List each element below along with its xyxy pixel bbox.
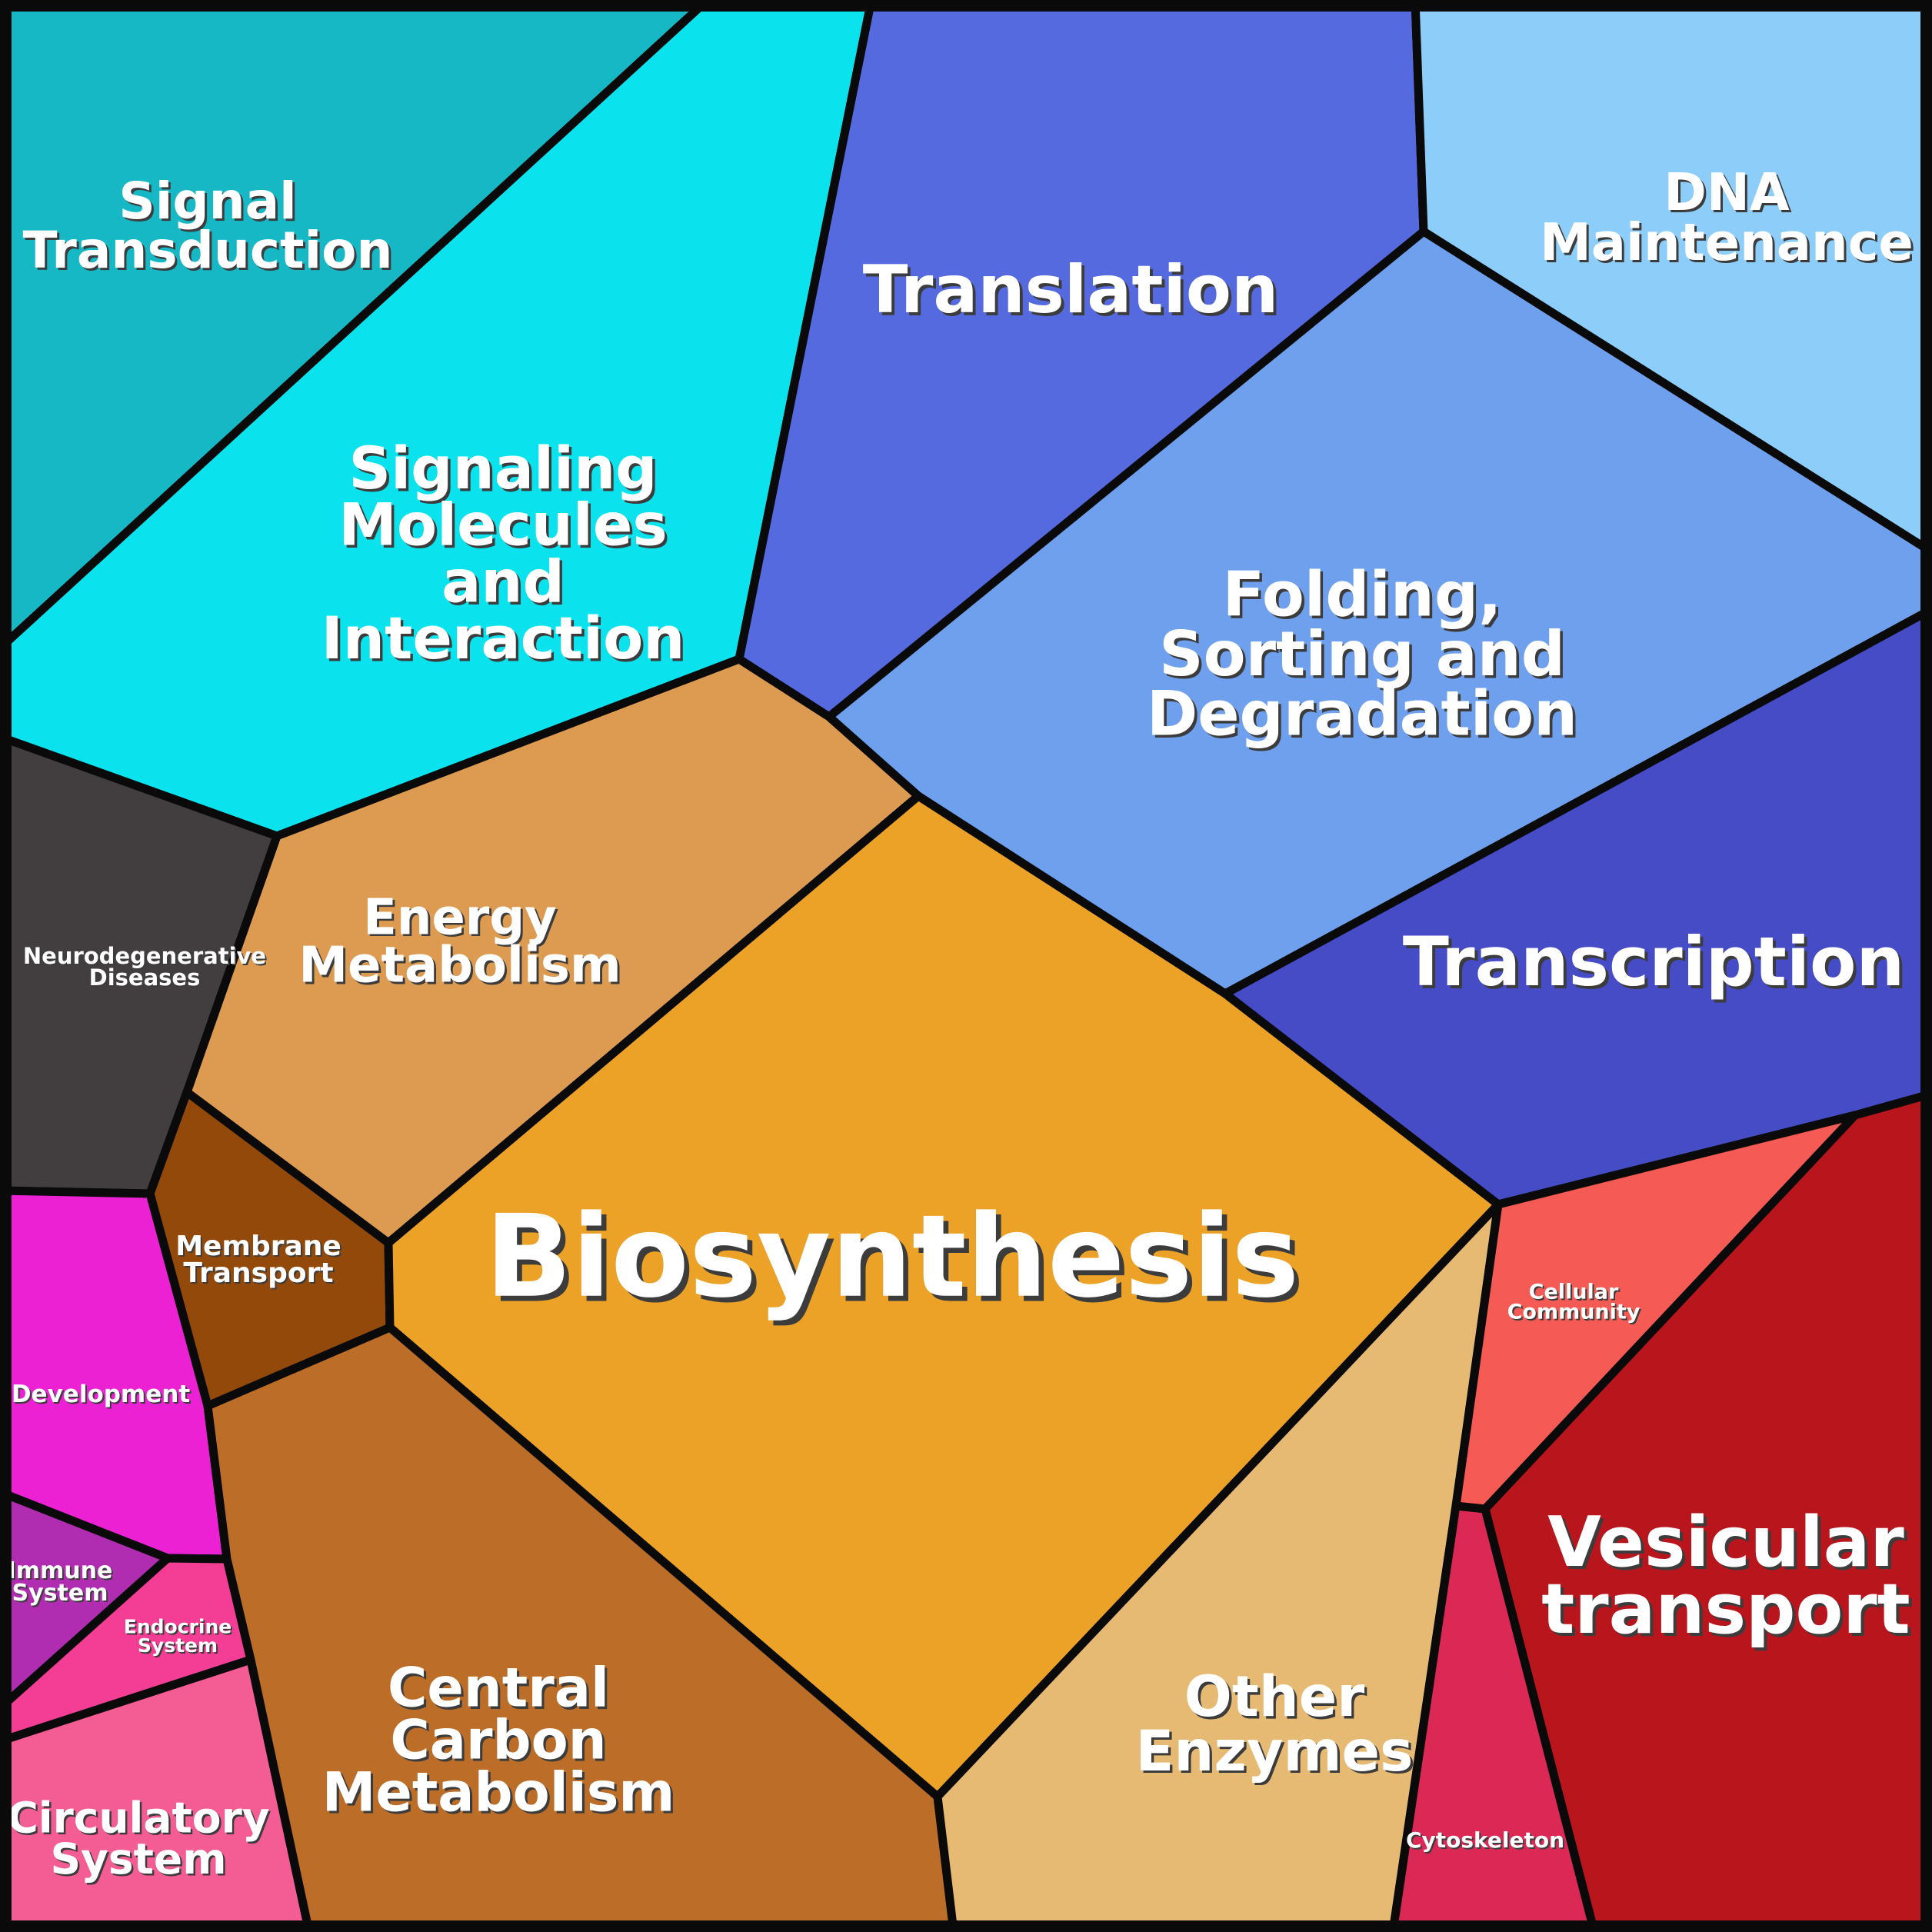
central-carbon-metabolism-region [203, 1323, 958, 1932]
circulatory-system-region [0, 1655, 314, 1932]
dna-maintenance-region [1411, 0, 1932, 557]
cytoskeleton-region [1388, 1501, 1599, 1932]
vesicular-transport-region [1481, 1089, 1932, 1932]
